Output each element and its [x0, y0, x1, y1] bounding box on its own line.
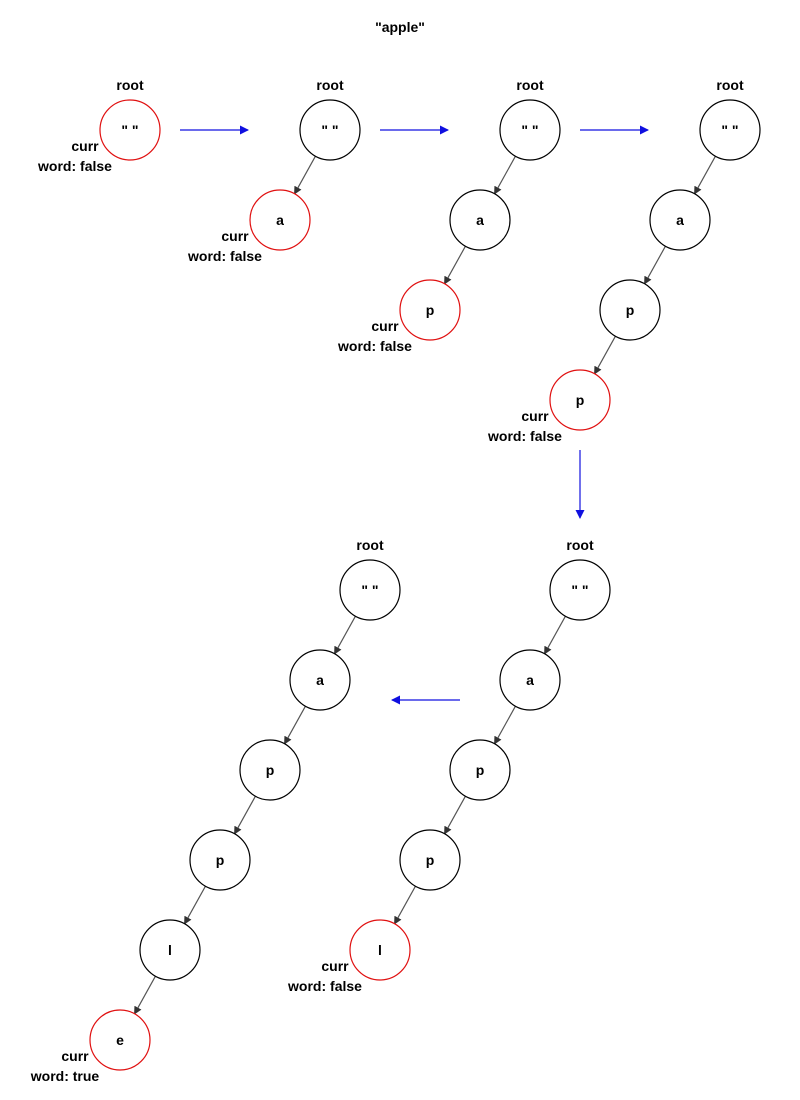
- trie-node-char: " ": [361, 582, 378, 598]
- trie-edge: [134, 975, 156, 1015]
- trie-step-6: root " " a p p l e curr word: true: [30, 537, 401, 1084]
- trie-edge: [544, 615, 566, 655]
- trie-edge: [234, 795, 256, 835]
- current-trie-node: [349, 919, 411, 981]
- trie-node: [499, 649, 561, 711]
- trie-step-2: root " " a curr word: false: [187, 77, 361, 264]
- trie-node-char: a: [526, 672, 534, 688]
- step-arrows-layer: [180, 125, 649, 705]
- trie-edge: [694, 155, 716, 195]
- trie-node: [699, 99, 761, 161]
- trie-node-char: p: [266, 762, 275, 778]
- trie-node-char: p: [426, 852, 435, 868]
- steps-layer: root " " curr word: false root " " a curr word: …: [30, 77, 761, 1084]
- trie-node-char: " ": [571, 582, 588, 598]
- trie-node: [549, 559, 611, 621]
- trie-step-3: root " " a p curr word: false: [337, 77, 561, 354]
- trie-node: [339, 559, 401, 621]
- trie-edge: [594, 335, 616, 375]
- trie-step-4: root " " a p p curr word: false: [487, 77, 761, 444]
- trie-node: [449, 739, 511, 801]
- trie-node-char: p: [626, 302, 635, 318]
- current-trie-node: [249, 189, 311, 251]
- current-trie-node: [549, 369, 611, 431]
- trie-edge: [334, 615, 356, 655]
- curr-label: curr: [61, 1048, 89, 1064]
- word-flag-label: word: false: [337, 338, 412, 354]
- trie-node-char: p: [476, 762, 485, 778]
- trie-node-char: a: [276, 212, 284, 228]
- trie-node-char: l: [378, 942, 382, 958]
- trie-node-char: e: [116, 1032, 124, 1048]
- trie-edge: [184, 885, 206, 925]
- word-flag-label: word: false: [187, 248, 262, 264]
- trie-node-char: " ": [321, 122, 338, 138]
- word-flag-label: word: true: [30, 1068, 100, 1084]
- root-label: root: [316, 77, 344, 93]
- word-flag-label: word: false: [287, 978, 362, 994]
- trie-node-char: " ": [721, 122, 738, 138]
- trie-edge: [394, 885, 416, 925]
- trie-edge: [444, 245, 466, 285]
- trie-node-char: a: [476, 212, 484, 228]
- trie-edge: [284, 705, 306, 745]
- trie-edge: [444, 795, 466, 835]
- curr-label: curr: [221, 228, 249, 244]
- trie-node: [189, 829, 251, 891]
- trie-node: [599, 279, 661, 341]
- trie-node-char: p: [426, 302, 435, 318]
- trie-edge: [294, 155, 316, 195]
- trie-edge: [494, 705, 516, 745]
- trie-node-char: l: [168, 942, 172, 958]
- root-label: root: [516, 77, 544, 93]
- root-label: root: [716, 77, 744, 93]
- trie-node-char: " ": [521, 122, 538, 138]
- trie-node: [449, 189, 511, 251]
- word-flag-label: word: false: [37, 158, 112, 174]
- trie-edge: [494, 155, 516, 195]
- word-flag-label: word: false: [487, 428, 562, 444]
- trie-node-char: " ": [121, 122, 138, 138]
- trie-node: [649, 189, 711, 251]
- trie-node-char: a: [676, 212, 684, 228]
- trie-node-char: p: [576, 392, 585, 408]
- trie-node: [139, 919, 201, 981]
- root-label: root: [116, 77, 144, 93]
- current-trie-node: [89, 1009, 151, 1071]
- root-label: root: [566, 537, 594, 553]
- trie-node: [289, 649, 351, 711]
- current-trie-node: [399, 279, 461, 341]
- trie-node-char: a: [316, 672, 324, 688]
- trie-step-1: root " " curr word: false: [37, 77, 161, 174]
- curr-label: curr: [321, 958, 349, 974]
- diagram-title: "apple": [375, 19, 425, 35]
- trie-node: [239, 739, 301, 801]
- trie-node: [399, 829, 461, 891]
- trie-step-5: root " " a p p l curr word: false: [287, 537, 611, 994]
- trie-node-char: p: [216, 852, 225, 868]
- trie-edge: [644, 245, 666, 285]
- curr-label: curr: [521, 408, 549, 424]
- curr-label: curr: [71, 138, 99, 154]
- trie-node: [299, 99, 361, 161]
- trie-node: [499, 99, 561, 161]
- curr-label: curr: [371, 318, 399, 334]
- current-trie-node: [99, 99, 161, 161]
- root-label: root: [356, 537, 384, 553]
